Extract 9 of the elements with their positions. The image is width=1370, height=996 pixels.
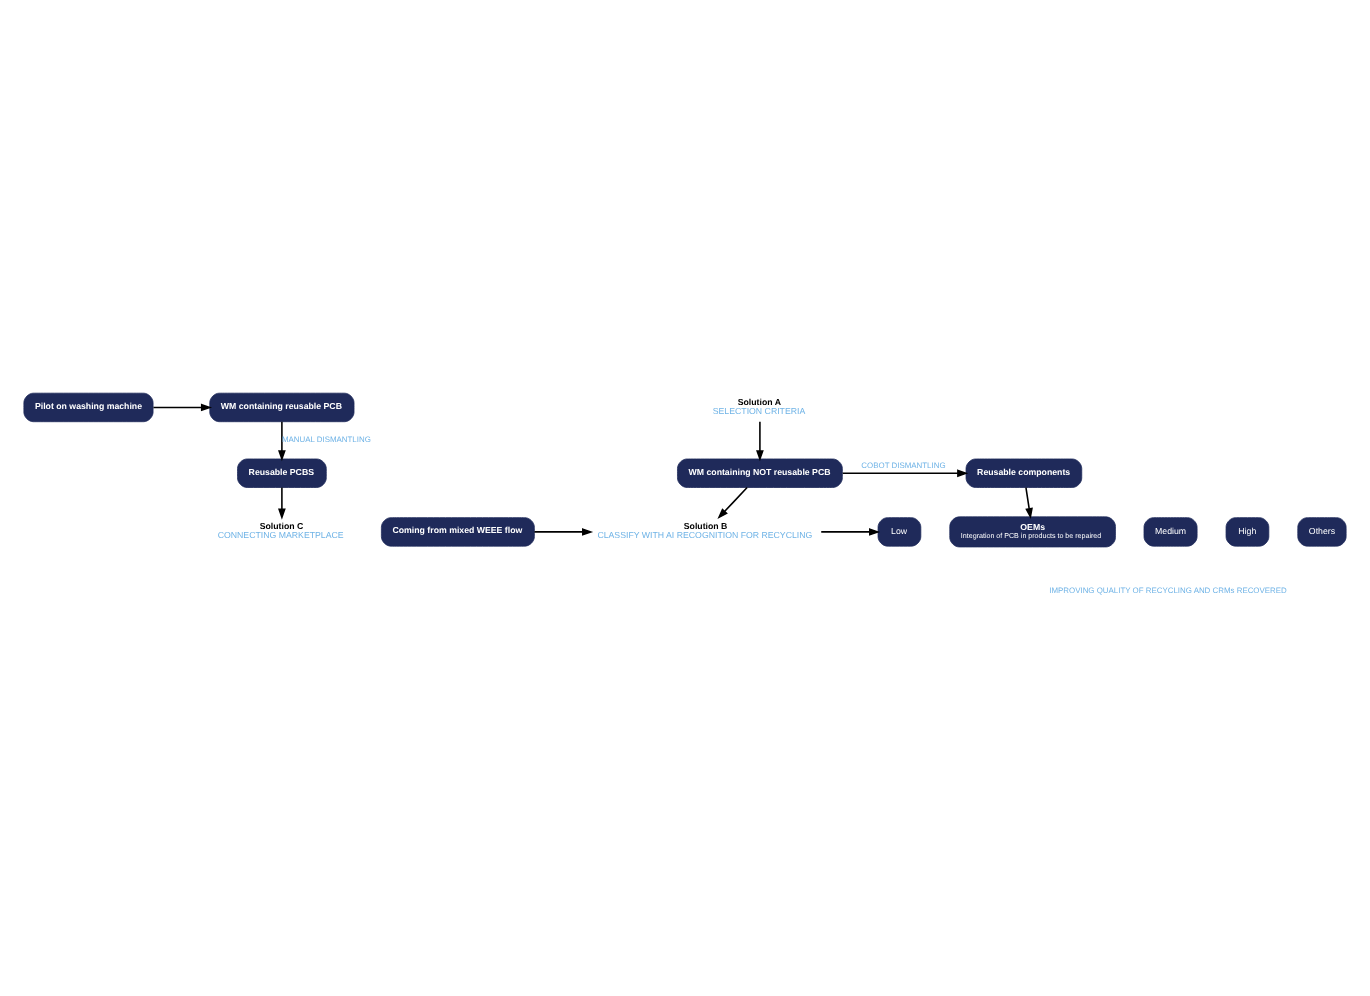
arrow [756, 420, 764, 461]
arrow [1025, 485, 1033, 519]
arrow [278, 420, 286, 461]
arrow [717, 485, 748, 519]
arrow [533, 527, 594, 535]
arrow [152, 402, 213, 411]
arrow [841, 468, 969, 477]
arrow [278, 485, 286, 519]
arrow [820, 527, 881, 535]
